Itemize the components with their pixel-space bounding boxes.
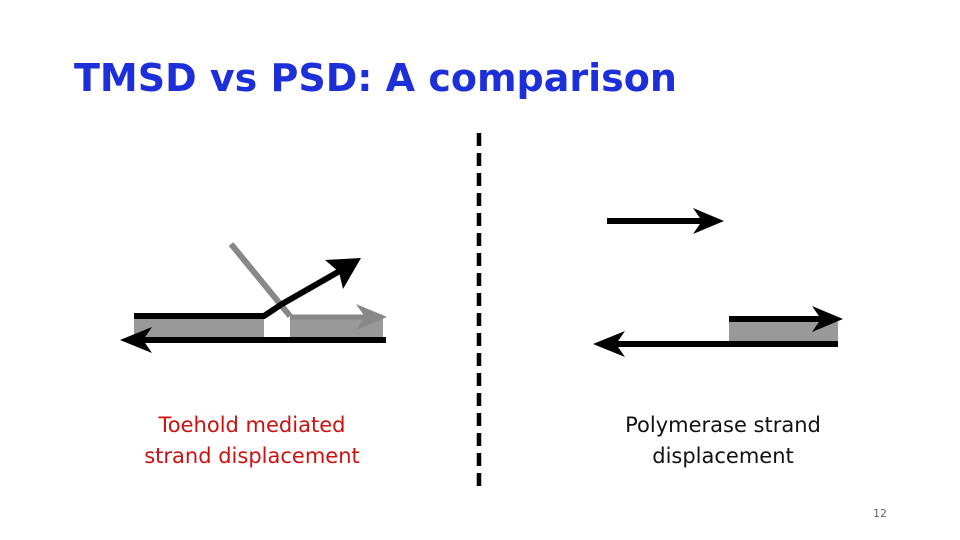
tmsd-gray-strand-arrowhead [356, 304, 387, 330]
tmsd-caption-line-2: strand displacement [144, 444, 360, 468]
tmsd-diagram [120, 242, 387, 353]
psd-template-arrowhead [593, 331, 625, 357]
psd-upper-arrowhead [812, 306, 843, 332]
tmsd-caption: Toehold mediated strand displacement [92, 410, 412, 472]
psd-top-arrowhead [693, 208, 724, 234]
slide-number: 12 [873, 507, 887, 520]
psd-diagram [593, 208, 843, 357]
tmsd-duplex-region-left [134, 316, 264, 340]
tmsd-bottom-arrowhead [120, 327, 152, 353]
slide-title: TMSD vs PSD: A comparison [74, 56, 677, 100]
psd-caption-line-2: displacement [652, 444, 794, 468]
psd-caption: Polymerase strand displacement [563, 410, 883, 472]
tmsd-black-top-strand [134, 265, 347, 319]
tmsd-black-top-arrowhead [325, 258, 361, 289]
psd-caption-line-1: Polymerase strand [625, 413, 821, 437]
tmsd-caption-line-1: Toehold mediated [158, 413, 346, 437]
